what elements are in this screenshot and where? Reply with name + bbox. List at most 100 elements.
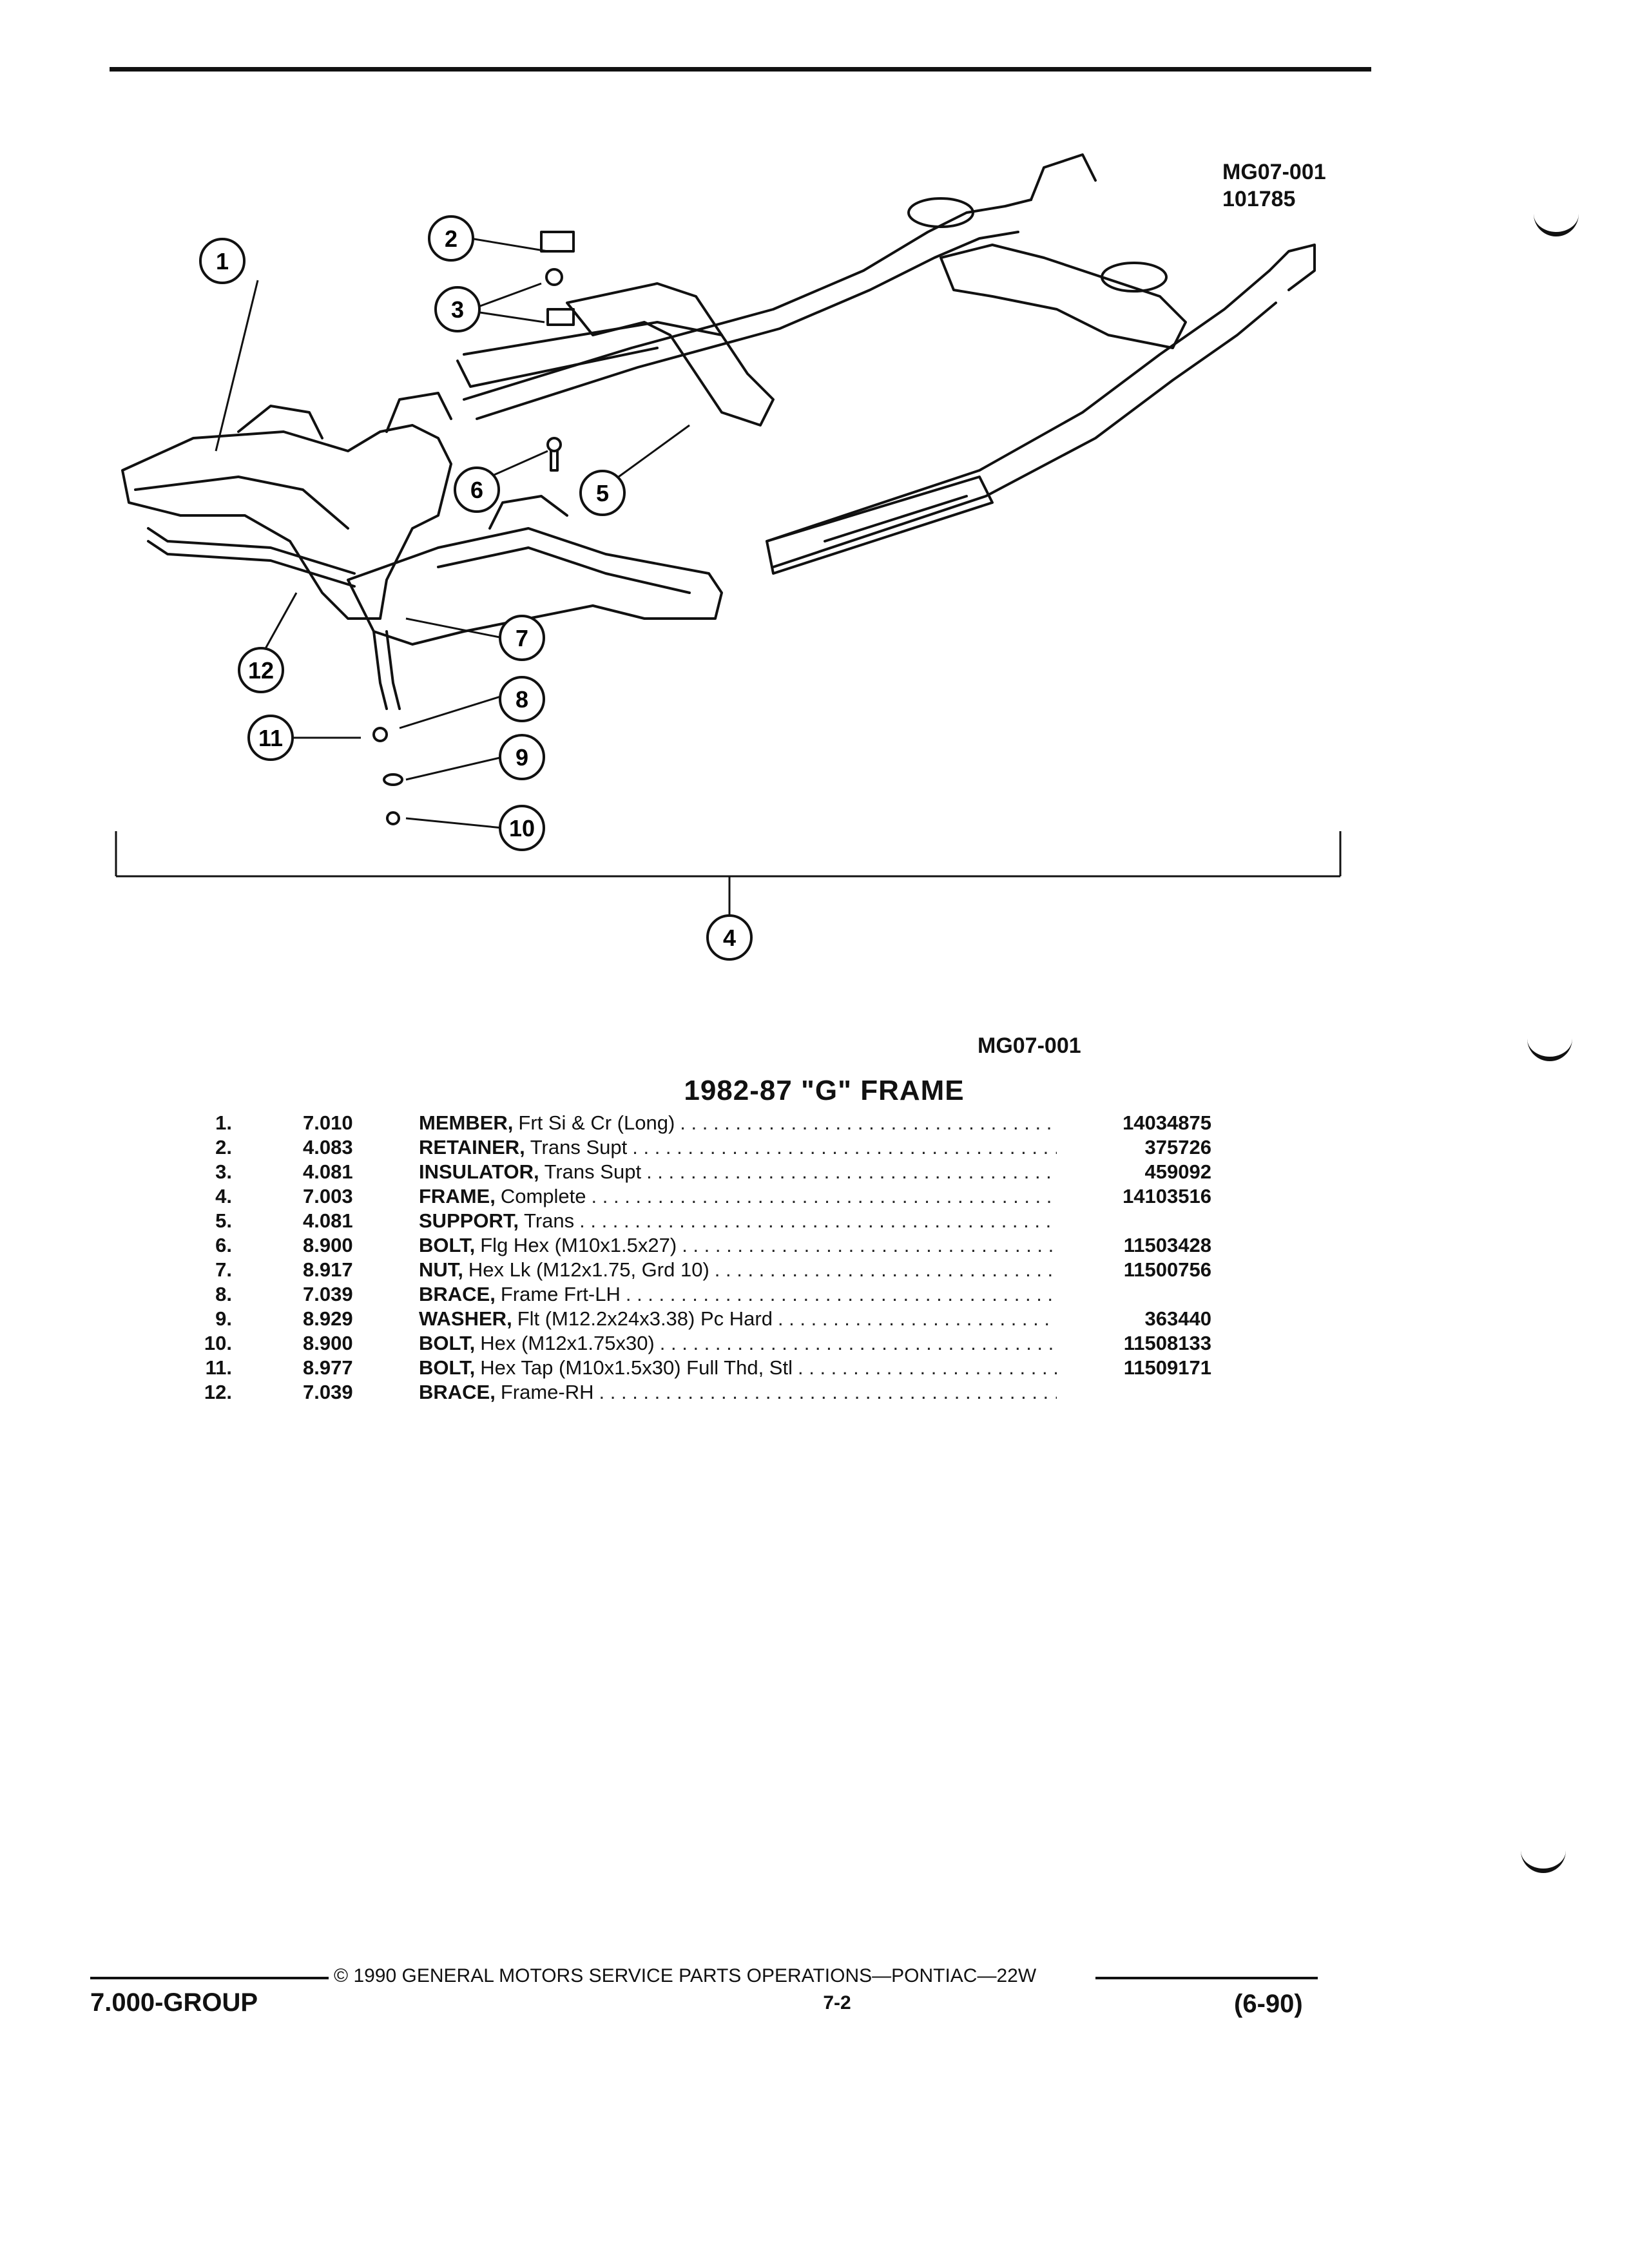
callout-label: 12 (248, 657, 274, 684)
part-detail: Hex (M12x1.75x30) (480, 1332, 655, 1354)
callout-6: 6 (454, 466, 500, 513)
item-number: 10. (204, 1332, 232, 1354)
reference-code: 7.039 (303, 1381, 353, 1403)
frame-rail-rh (766, 269, 1271, 543)
leader-dots (592, 1184, 1057, 1209)
brace-rh (147, 527, 356, 575)
leader-dots (626, 1282, 1057, 1307)
part-detail: Flg Hex (M10x1.5x27) (480, 1234, 677, 1256)
reference-code: 8.900 (303, 1234, 353, 1256)
callout-label: 2 (445, 226, 458, 252)
leader-dots (715, 1258, 1057, 1282)
part-name: BRACE, (419, 1283, 496, 1305)
leader-dots (579, 1209, 1057, 1233)
reference-code: 4.081 (303, 1209, 353, 1232)
leader-dots (798, 1356, 1057, 1380)
callout-11: 11 (247, 715, 294, 761)
leader-dots (778, 1307, 1057, 1331)
description: SUPPORT,Trans (419, 1209, 1057, 1233)
part-number: 11503428 (1123, 1234, 1211, 1256)
leader-dots (682, 1233, 1057, 1258)
part-name: SUPPORT, (419, 1209, 519, 1232)
part-detail: Trans Supt (544, 1160, 642, 1183)
part-name: NUT, (419, 1258, 463, 1281)
brace-lh (372, 630, 388, 710)
description: BOLT,Hex (M12x1.75x30) (419, 1331, 1057, 1356)
description: NUT,Hex Lk (M12x1.75, Grd 10) (419, 1258, 1057, 1282)
part-detail: Hex Tap (M10x1.5x30) Full Thd, Stl (480, 1356, 793, 1379)
part-detail: Trans (524, 1209, 575, 1232)
leader-dots (660, 1331, 1057, 1356)
callout-3: 3 (434, 286, 481, 332)
item-number: 3. (215, 1160, 232, 1183)
binder-mark (1527, 1037, 1572, 1061)
front-member-left (121, 424, 452, 620)
section-title: 1982-87 "G" FRAME (684, 1075, 965, 1106)
description: BRACE,Frame Frt-LH (419, 1282, 1057, 1307)
item-number: 12. (204, 1381, 232, 1403)
description: BRACE,Frame-RH (419, 1380, 1057, 1405)
reference-code: 8.929 (303, 1307, 353, 1330)
part-name: BOLT, (419, 1234, 476, 1256)
part-detail: Frame Frt-LH (500, 1283, 621, 1305)
part-name: MEMBER, (419, 1111, 514, 1134)
part-name: BRACE, (419, 1381, 496, 1403)
part-name: RETAINER, (419, 1136, 525, 1158)
callout-1: 1 (199, 238, 246, 284)
description: WASHER,Flt (M12.2x24x3.38) Pc Hard (419, 1307, 1057, 1331)
part-name: BOLT, (419, 1332, 476, 1354)
top-rule (110, 67, 1371, 72)
part-number: 14034875 (1123, 1111, 1211, 1134)
rear-crossmember (940, 244, 1187, 349)
footer-group: 7.000-GROUP (90, 1988, 258, 2017)
leader-dots (632, 1135, 1057, 1160)
reference-code: 8.977 (303, 1356, 353, 1379)
description: MEMBER,Frt Si & Cr (Long) (419, 1111, 1057, 1135)
part-number: 363440 (1144, 1307, 1211, 1330)
callout-label: 6 (470, 477, 483, 503)
part-number: 459092 (1144, 1160, 1211, 1183)
description: RETAINER,Trans Supt (419, 1135, 1057, 1160)
footer-rule-right (1095, 1977, 1318, 1979)
figure-caption-code: MG07-001 (978, 1033, 1081, 1058)
part-detail: Frame-RH (500, 1381, 594, 1403)
part-number: 11509171 (1123, 1356, 1211, 1379)
item-number: 11. (205, 1356, 232, 1379)
description: BOLT,Hex Tap (M10x1.5x30) Full Thd, Stl (419, 1356, 1057, 1380)
callout-5: 5 (579, 470, 626, 516)
item-number: 4. (215, 1185, 232, 1207)
reference-code: 8.917 (303, 1258, 353, 1281)
item-number: 6. (215, 1234, 232, 1256)
description: INSULATOR,Trans Supt (419, 1160, 1057, 1184)
description: BOLT,Flg Hex (M10x1.5x27) (419, 1233, 1057, 1258)
callout-label: 11 (258, 725, 283, 751)
item-number: 1. (215, 1111, 232, 1134)
callout-12: 12 (238, 647, 284, 693)
callout-label: 3 (451, 296, 464, 323)
part-name: FRAME, (419, 1185, 496, 1207)
frame-exploded-diagram: 1 2 3 4 5 6 7 8 9 10 11 12 (115, 153, 1342, 961)
callout-label: 9 (516, 744, 528, 771)
footer-date: (6-90) (1234, 1990, 1303, 2018)
footer-rule-left (90, 1977, 329, 1979)
part-detail: Complete (500, 1185, 586, 1207)
description: FRAME,Complete (419, 1184, 1057, 1209)
table-row: 11. 8.977 BOLT,Hex Tap (M10x1.5x30) Full T… (180, 1356, 1224, 1380)
reference-code: 7.003 (303, 1185, 353, 1207)
part-number: 14103516 (1123, 1185, 1211, 1207)
table-row: 12. 7.039 BRACE,Frame-RH (180, 1380, 1224, 1405)
part-detail: Trans Supt (530, 1136, 628, 1158)
binder-mark (1534, 213, 1579, 236)
callout-label: 8 (516, 686, 528, 713)
callout-7: 7 (499, 615, 545, 661)
callout-label: 10 (509, 815, 535, 841)
part-number: 11508133 (1123, 1332, 1211, 1354)
callout-4: 4 (706, 914, 753, 961)
